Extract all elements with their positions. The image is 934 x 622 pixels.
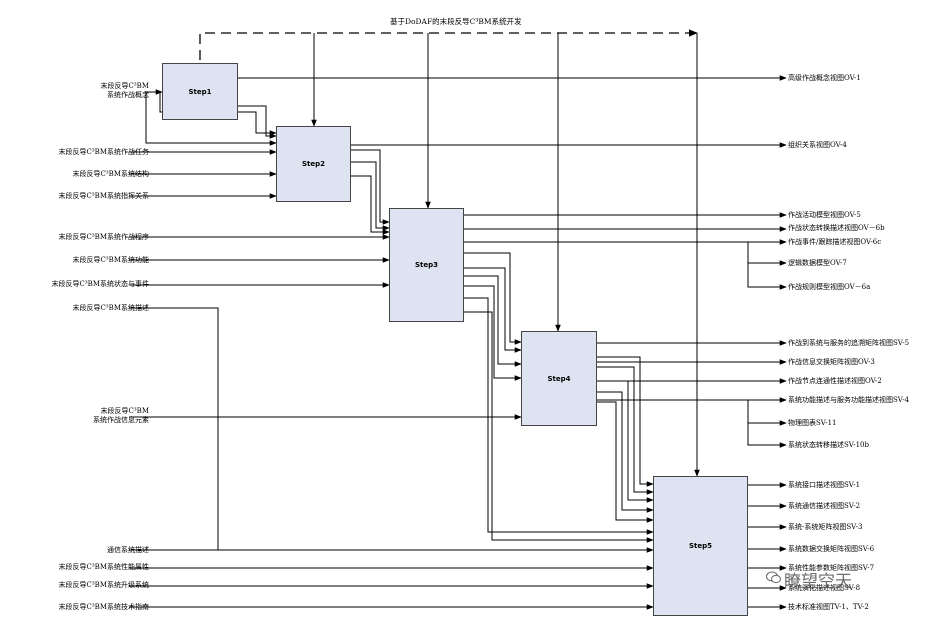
connector-line (238, 105, 277, 139)
output-label: 作战活动模型视图OV-5 (788, 211, 861, 219)
output-label: 作战节点连通性描述视图OV-2 (788, 377, 882, 385)
output-label: 系统接口描述视图SV-1 (788, 481, 861, 489)
output-label: 系统通信描述视图SV-2 (788, 502, 861, 510)
output-label: 技术标准视图TV-1、TV-2 (788, 603, 869, 611)
connector-line (747, 423, 787, 448)
connector-line (129, 307, 219, 550)
input-label: 末段反导C³BM系统升级系统 (58, 581, 149, 589)
output-label: 逻辑数据模型OV-7 (788, 259, 847, 267)
connector-line (597, 401, 654, 523)
connector-line (159, 92, 277, 136)
connector-line (597, 366, 654, 495)
output-label: 作战到系统与服务的追溯矩阵视图SV-5 (788, 339, 910, 347)
step1-box: Step1 (162, 63, 238, 120)
output-label: 作战事件/跟踪描述视图OV-6c (788, 238, 882, 246)
input-label: 末段反导C³BM系统结构 (72, 170, 149, 178)
output-label: 高级作战概念视图OV-1 (788, 74, 861, 82)
input-label: 末段反导C³BM系统状态与事件 (51, 280, 149, 288)
output-label: 系统演化描述视图SV-8 (788, 584, 861, 592)
input-label: 末段反导C³BM系统技术指南 (58, 603, 149, 611)
connector-line (597, 356, 654, 487)
output-label: 系统-系统矩阵视图SV-3 (788, 523, 863, 531)
step4-box: Step4 (521, 331, 597, 426)
connector-line (747, 263, 787, 290)
input-label: 末段反导C³BM系统描述 (72, 304, 149, 312)
input-label: 末段反导C³BM系统功能 (72, 256, 149, 264)
connector-line (464, 267, 522, 353)
connector-line (351, 175, 390, 235)
connector-line (464, 311, 654, 543)
connector-line (464, 285, 522, 381)
output-label: 作战状态转换描述视图OV－6b (788, 224, 885, 232)
output-label: 组织关系视图OV-4 (788, 141, 847, 149)
connector-line (597, 391, 654, 513)
output-label: 系统功能描述与服务功能描述视图SV-4 (788, 396, 910, 404)
input-label: 末段反导C³BM系统作战程序 (58, 233, 149, 241)
connector-line (747, 242, 787, 266)
wechat-icon (766, 571, 781, 584)
input-label: 末段反导C³BM系统作战任务 (58, 148, 149, 156)
input-label: 通信系统描述 (107, 546, 149, 554)
input-label: 末段反导C³BM系统性能属性 (58, 563, 149, 571)
watermark-text: 瞭望空天 (784, 572, 852, 592)
connector-line (597, 380, 654, 503)
input-label: 末段反导C³BM系统指挥关系 (58, 192, 149, 200)
connector-line (464, 275, 522, 367)
connector-line (351, 149, 390, 225)
connector-line (464, 297, 654, 535)
diagram-title: 基于DoDAF的末段反导C³BM系统开发 (390, 17, 522, 26)
output-label: 作战规则模型视图OV－6a (788, 283, 871, 291)
output-label: 系统状态转移描述SV-10b (788, 441, 869, 449)
connector-line (747, 400, 787, 426)
connector-line (351, 161, 390, 231)
connector-line (464, 252, 522, 345)
connector-line (145, 91, 277, 146)
step2-box: Step2 (276, 126, 351, 202)
connector-line (199, 29, 698, 60)
output-label: 系统数据交换矩阵视图SV-6 (788, 545, 875, 553)
step3-box: Step3 (389, 208, 464, 322)
output-label: 系统性能参数矩阵视图SV-7 (788, 564, 875, 572)
step5-box: Step5 (653, 476, 748, 616)
output-label: 物理图表SV-11 (788, 419, 837, 427)
output-label: 作战信息交换矩阵视图OV-3 (788, 358, 875, 366)
